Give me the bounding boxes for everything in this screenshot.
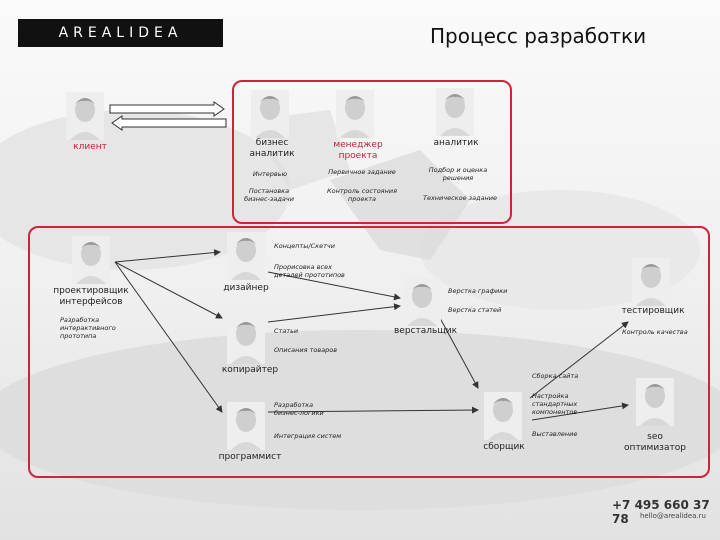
builder-node — [484, 392, 522, 444]
analyst-label: аналитик — [433, 138, 479, 148]
client-label: клиент — [73, 142, 107, 152]
person-avatar-icon — [227, 402, 265, 450]
task-standard-components: Настройка стандартных компонентов — [532, 392, 578, 417]
page-title: Процесс разработки — [430, 24, 647, 48]
task-prototype: Разработка интерактивного прототипа — [60, 316, 116, 341]
task-project-control: Контроль состояния проекта — [327, 187, 397, 204]
task-business-logic: Разработка бизнес-логики — [274, 401, 324, 418]
analyst-node — [436, 88, 474, 140]
interface-designer-label: проектировщик интерфейсов — [53, 286, 129, 307]
task-deploy: Выставление — [532, 430, 578, 438]
business-analyst-node — [251, 90, 289, 142]
designer-node — [227, 232, 265, 284]
project-manager-label: менеджер проекта — [333, 140, 383, 161]
task-goods-desc: Описания товаров — [274, 346, 338, 354]
layout-designer-node — [403, 278, 441, 330]
seo-node — [636, 378, 674, 430]
interface-designer-node — [72, 236, 110, 288]
task-selection: Подбор и оценка решения — [428, 166, 488, 183]
person-avatar-icon — [251, 90, 289, 138]
tester-node — [632, 258, 670, 310]
copywriter-label: копирайтер — [221, 365, 279, 375]
task-site-build: Сборка сайта — [532, 372, 579, 380]
task-quality-control: Контроль качества — [622, 328, 688, 336]
task-articles-layout: Верстка статей — [448, 306, 502, 314]
person-avatar-icon — [227, 316, 265, 364]
person-avatar-icon — [636, 378, 674, 426]
person-avatar-icon — [66, 92, 104, 140]
programmer-node — [227, 402, 265, 454]
task-concepts: Концепты/Скетчи — [274, 242, 335, 250]
top-group-frame — [232, 80, 512, 224]
logo-text: AREALIDEA — [58, 25, 183, 41]
task-business: Постановка бизнес-задачи — [244, 187, 294, 204]
person-avatar-icon — [227, 232, 265, 280]
task-graphics-layout: Верстка графики — [448, 287, 508, 295]
seo-label: seo оптимизатор — [624, 432, 686, 453]
contact-email: hello@arealidea.ru — [640, 512, 706, 520]
person-avatar-icon — [436, 88, 474, 136]
person-avatar-icon — [72, 236, 110, 284]
task-initial: Первичное задание — [328, 168, 396, 176]
project-manager-node — [336, 90, 374, 142]
bottom-group-frame — [28, 226, 710, 478]
contact-phone: +7 495 660 37 78 — [612, 498, 710, 526]
tester-label: тестировщик — [621, 306, 685, 316]
task-detail-prototypes: Прорисовка всех деталей прототипов — [274, 263, 345, 280]
designer-label: дизайнер — [223, 283, 269, 293]
builder-label: сборщик — [483, 442, 525, 452]
task-system-integration: Интеграция систем — [274, 432, 342, 440]
arealidea-logo: AREALIDEA — [18, 19, 223, 47]
person-avatar-icon — [484, 392, 522, 440]
person-avatar-icon — [336, 90, 374, 138]
task-tech: Техническое задание — [422, 194, 498, 202]
business-analyst-label: бизнес аналитик — [249, 138, 295, 159]
person-avatar-icon — [632, 258, 670, 306]
client-node — [66, 92, 104, 144]
layout-designer-label: верстальщик — [394, 326, 458, 336]
task-interview: Интервью — [252, 170, 288, 178]
person-avatar-icon — [403, 278, 441, 326]
task-articles: Статьи — [274, 327, 299, 335]
programmer-label: программист — [218, 452, 282, 462]
copywriter-node — [227, 316, 265, 368]
